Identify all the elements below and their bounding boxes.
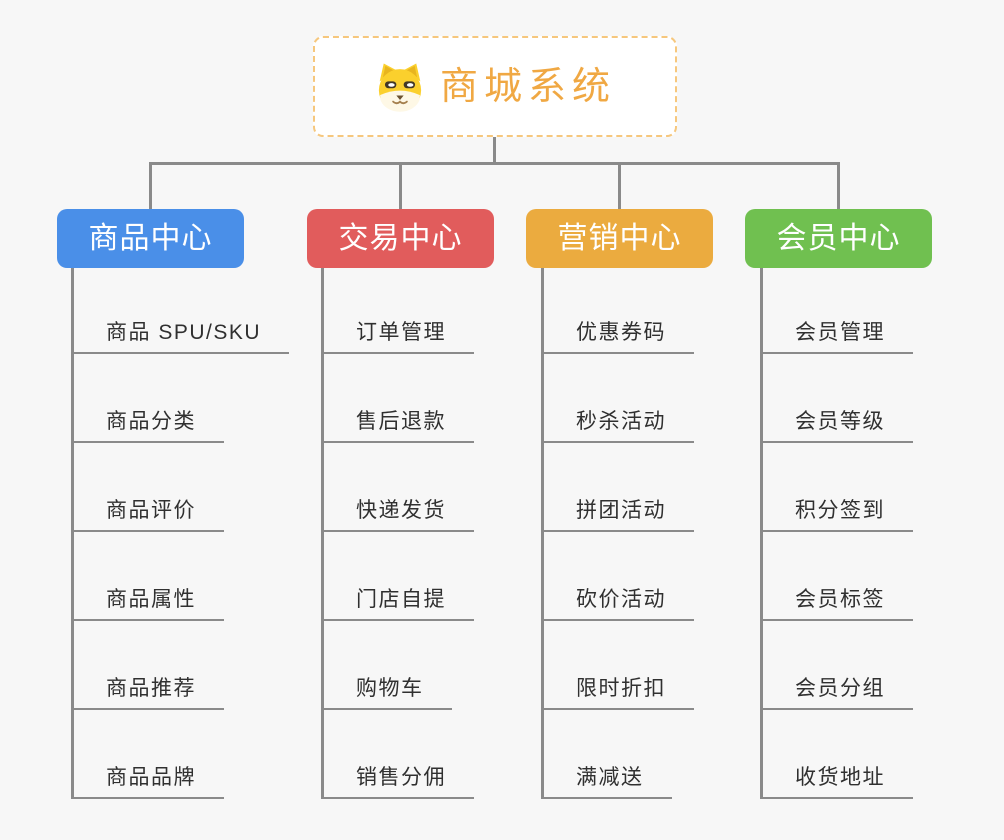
root-title: 商城系统 [439, 65, 616, 108]
leaf-node[interactable]: 商品属性 [71, 587, 224, 621]
leaf-node[interactable]: 商品推荐 [71, 676, 224, 710]
leaf-node[interactable]: 会员等级 [760, 409, 913, 443]
leaf-node[interactable]: 积分签到 [760, 498, 913, 532]
leaf-node[interactable]: 商品品牌 [71, 765, 224, 799]
leaf-node[interactable]: 满减送 [541, 765, 672, 799]
leaf-node[interactable]: 商品评价 [71, 498, 224, 532]
leaf-node[interactable]: 会员分组 [760, 676, 913, 710]
leaf-node[interactable]: 快递发货 [321, 498, 474, 532]
branch-connector-bar [149, 162, 840, 165]
leaf-node[interactable]: 售后退款 [321, 409, 474, 443]
leaf-node[interactable]: 砍价活动 [541, 587, 694, 621]
leaf-node[interactable]: 商品分类 [71, 409, 224, 443]
leaf-node[interactable]: 订单管理 [321, 320, 474, 354]
root-node[interactable]: 商城系统 [313, 36, 677, 137]
leaf-node[interactable]: 限时折扣 [541, 676, 694, 710]
column-trunk-line [760, 268, 763, 799]
branch-drop-line [399, 162, 402, 209]
leaf-node[interactable]: 秒杀活动 [541, 409, 694, 443]
leaf-node[interactable]: 销售分佣 [321, 765, 474, 799]
root-connector-line [493, 137, 496, 165]
column-trunk-line [321, 268, 324, 799]
shiba-dog-icon [374, 61, 426, 113]
branch-label: 交易中心 [338, 221, 463, 255]
branch-label: 会员中心 [776, 221, 901, 255]
branch-drop-line [618, 162, 621, 209]
branch-label: 商品中心 [88, 221, 213, 255]
branch-node-member-center[interactable]: 会员中心 [745, 209, 932, 268]
leaf-node[interactable]: 会员标签 [760, 587, 913, 621]
leaf-node[interactable]: 门店自提 [321, 587, 474, 621]
branch-node-product-center[interactable]: 商品中心 [57, 209, 244, 268]
column-trunk-line [541, 268, 544, 799]
leaf-node[interactable]: 收货地址 [760, 765, 913, 799]
column-trunk-line [71, 268, 74, 799]
leaf-node[interactable]: 拼团活动 [541, 498, 694, 532]
branch-drop-line [837, 162, 840, 209]
leaf-node[interactable]: 购物车 [321, 676, 452, 710]
leaf-node[interactable]: 优惠券码 [541, 320, 694, 354]
branch-drop-line [149, 162, 152, 209]
branch-node-marketing-center[interactable]: 营销中心 [526, 209, 713, 268]
branch-label: 营销中心 [557, 221, 682, 255]
leaf-node[interactable]: 商品 SPU/SKU [71, 320, 290, 354]
leaf-node[interactable]: 会员管理 [760, 320, 913, 354]
branch-node-trade-center[interactable]: 交易中心 [307, 209, 494, 268]
